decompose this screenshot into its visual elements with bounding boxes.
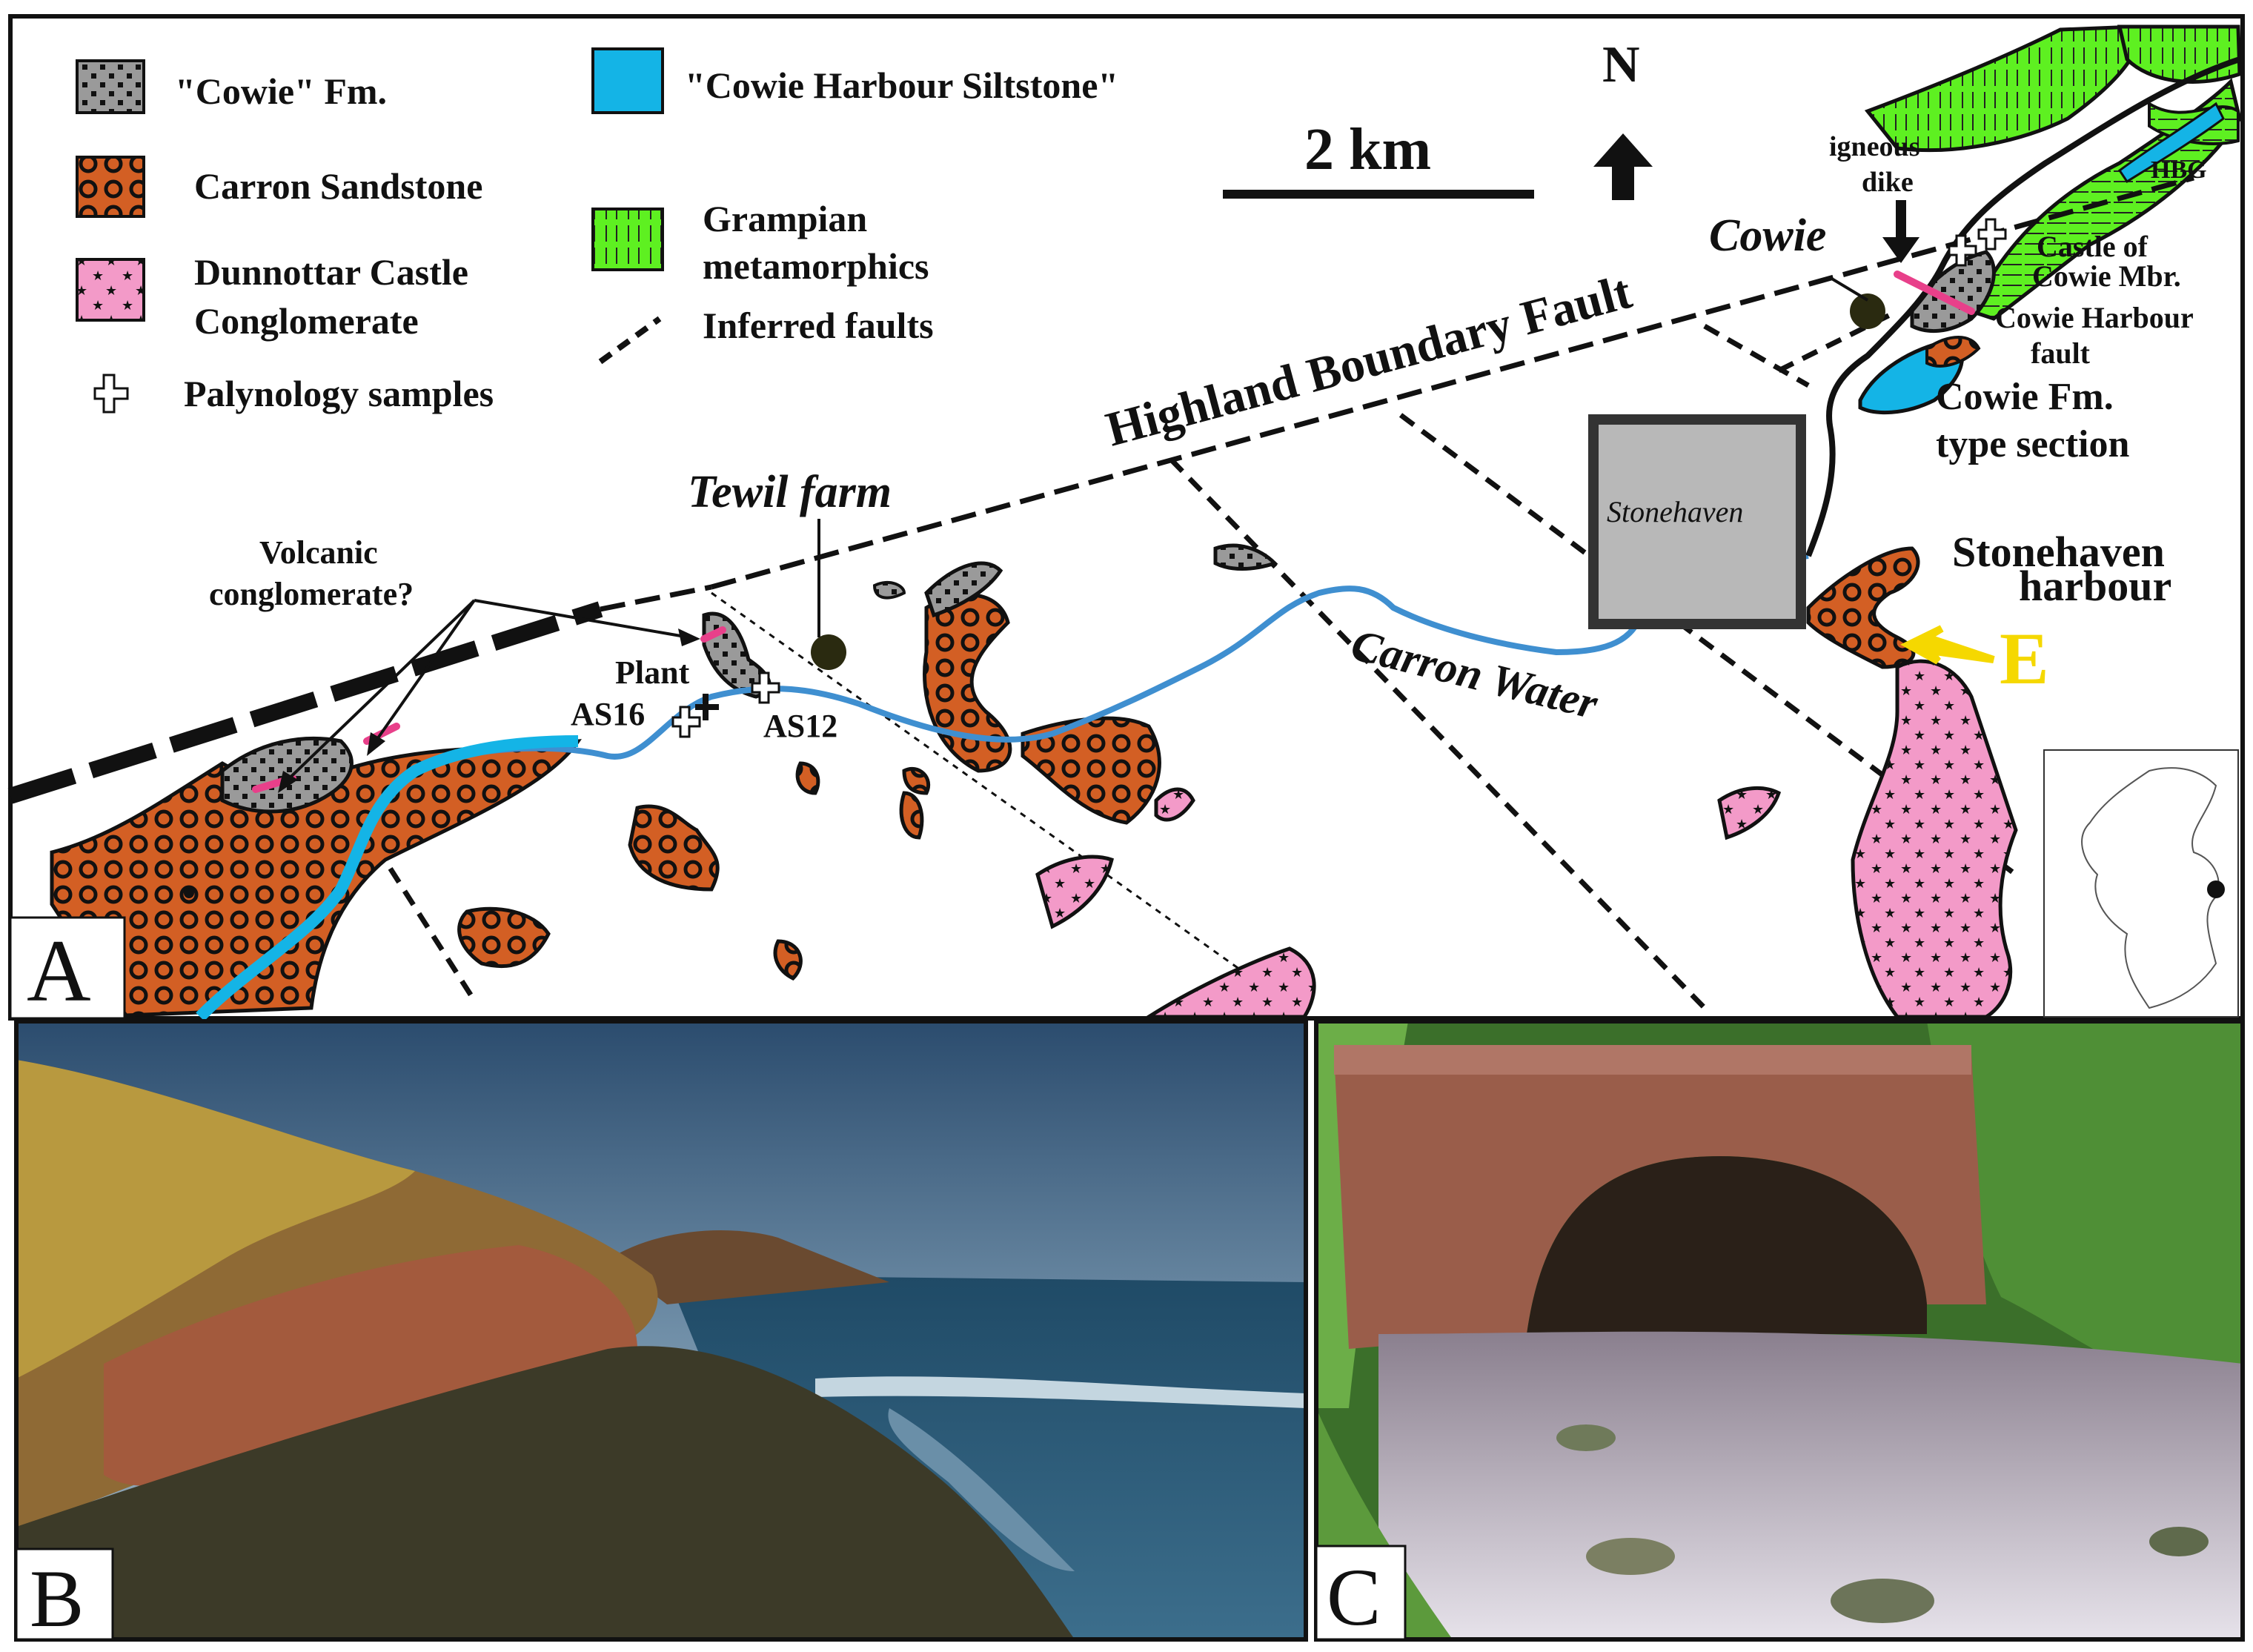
plant-label: Plant	[615, 654, 690, 691]
north-label: N	[1602, 36, 1640, 93]
carron-sandstone-cowie	[1925, 336, 1981, 368]
legend-palynology: Palynology samples	[184, 373, 494, 414]
as16-label: AS16	[571, 696, 645, 732]
stonehaven-harbour-label-1: Stonehaven	[1952, 528, 2165, 576]
foliage-right	[1927, 1021, 2243, 1408]
legend-swatch-faults	[598, 316, 662, 365]
dunnottar-conglomerate-bodies	[1035, 659, 2018, 1019]
cowie-harbour-fault-label-1: Cowie Harbour	[1995, 301, 2194, 334]
legend-inferred-faults: Inferred faults	[703, 305, 934, 346]
type-section-label-1: Cowie Fm.	[1936, 376, 2114, 418]
bridge	[1334, 1052, 1986, 1349]
legend-swatch-palynology-icon	[93, 374, 129, 414]
stonehaven-town-box	[1588, 414, 1806, 629]
thin-fault	[711, 591, 1305, 1017]
tewil-farm-label: Tewil farm	[688, 467, 892, 517]
panel-b-letter-box	[15, 1547, 114, 1641]
cliff-face	[104, 1245, 637, 1486]
panel-a-map: "Cowie" Fm. "Cowie Harbour Siltstone" Ca…	[7, 14, 2245, 1021]
rock-4	[2149, 1527, 2209, 1556]
palynology-sample-markers	[671, 218, 2007, 738]
highland-boundary-fault-line	[711, 175, 2194, 590]
panel-c-letter: C	[1327, 1552, 1381, 1642]
headland-distant	[608, 1230, 889, 1304]
legend-carron-sandstone: Carron Sandstone	[194, 165, 482, 207]
type-section-label-2: type section	[1936, 423, 2129, 465]
hbf-thick-segment	[7, 601, 603, 804]
rock-3	[1586, 1538, 1675, 1575]
stonehaven-box-label: Stonehaven	[1607, 495, 1743, 528]
hbg-siltstone	[2117, 102, 2225, 184]
e-marker-label: E	[2000, 617, 2049, 700]
volcanic-label-2: conglomerate?	[209, 576, 414, 612]
north-arrow-icon	[1593, 133, 1653, 200]
rock-2	[1831, 1579, 1934, 1623]
leader-arrowheads	[278, 628, 700, 793]
plant-sample-marker	[695, 694, 719, 720]
e-arrow	[1900, 625, 1995, 665]
cowie-label: Cowie	[1709, 210, 1826, 261]
panel-b-photo: B	[14, 1019, 1308, 1644]
cowie-harbour-fault-label-2: fault	[2031, 336, 2091, 370]
panel-a-letter: A	[27, 921, 91, 1020]
rock-1	[1556, 1424, 1616, 1451]
legend-swatch-dunnottar	[76, 258, 145, 322]
panel-a-letter-box	[9, 916, 126, 1020]
legend-siltstone: "Cowie Harbour Siltstone"	[685, 64, 1118, 106]
rocky-beach	[16, 1346, 1075, 1639]
panel-c-letter-box	[1315, 1545, 1407, 1641]
igneous-label-1: igneous	[1829, 131, 1919, 162]
scotland-inset-outline	[2081, 767, 2220, 1009]
bridge-arch-shadow	[1527, 1156, 1927, 1334]
cliff-grass	[16, 1060, 415, 1379]
legend-swatch-siltstone	[591, 47, 664, 114]
hbf-segment-mid	[600, 584, 712, 612]
cowie-marker	[1850, 293, 1885, 329]
scale-label: 2 km	[1304, 117, 1431, 182]
bridge-parapet	[1334, 1045, 1971, 1075]
legend-swatch-grampian	[591, 208, 664, 271]
tidal-pool	[888, 1408, 1075, 1571]
scotland-inset-frame	[2043, 749, 2239, 1018]
inset-location-dot	[2207, 880, 2225, 898]
castle-label-1: Castle of	[2037, 230, 2149, 263]
tewil-farm-marker	[811, 634, 846, 670]
legend-dunnottar-1: Dunnottar Castle	[194, 251, 468, 293]
stonehaven-harbour-label-2: harbour	[2019, 562, 2171, 610]
volcanic-label-1: Volcanic	[259, 534, 378, 571]
legend-swatch-carron-sandstone	[76, 156, 145, 218]
castle-label-2: Cowie Mbr.	[2032, 259, 2181, 293]
hbg-label: HBG	[2151, 156, 2207, 184]
cowie-fm-small	[872, 580, 906, 600]
legend-dunnottar-2: Conglomerate	[194, 300, 419, 342]
as12-label: AS12	[763, 708, 837, 744]
siltstone-river	[196, 735, 579, 1021]
carron-sandstone-bodies	[50, 546, 1920, 1018]
legend-grampian-2: metamorphics	[703, 245, 929, 287]
legend-grampian-1: Grampian	[703, 198, 867, 239]
igneous-dike-arrow	[1882, 200, 1919, 263]
leader-lines	[280, 276, 1869, 787]
locality-dot	[184, 888, 194, 898]
panel-b-letter: B	[30, 1553, 84, 1644]
legend-cowie-fm: "Cowie" Fm.	[175, 70, 387, 112]
panel-c-photo: C	[1314, 1019, 2245, 1642]
sea-foam	[815, 1376, 1306, 1408]
legend-swatch-cowie-fm	[76, 59, 145, 114]
river-water	[1378, 1331, 2243, 1639]
igneous-label-2: dike	[1862, 167, 1914, 198]
